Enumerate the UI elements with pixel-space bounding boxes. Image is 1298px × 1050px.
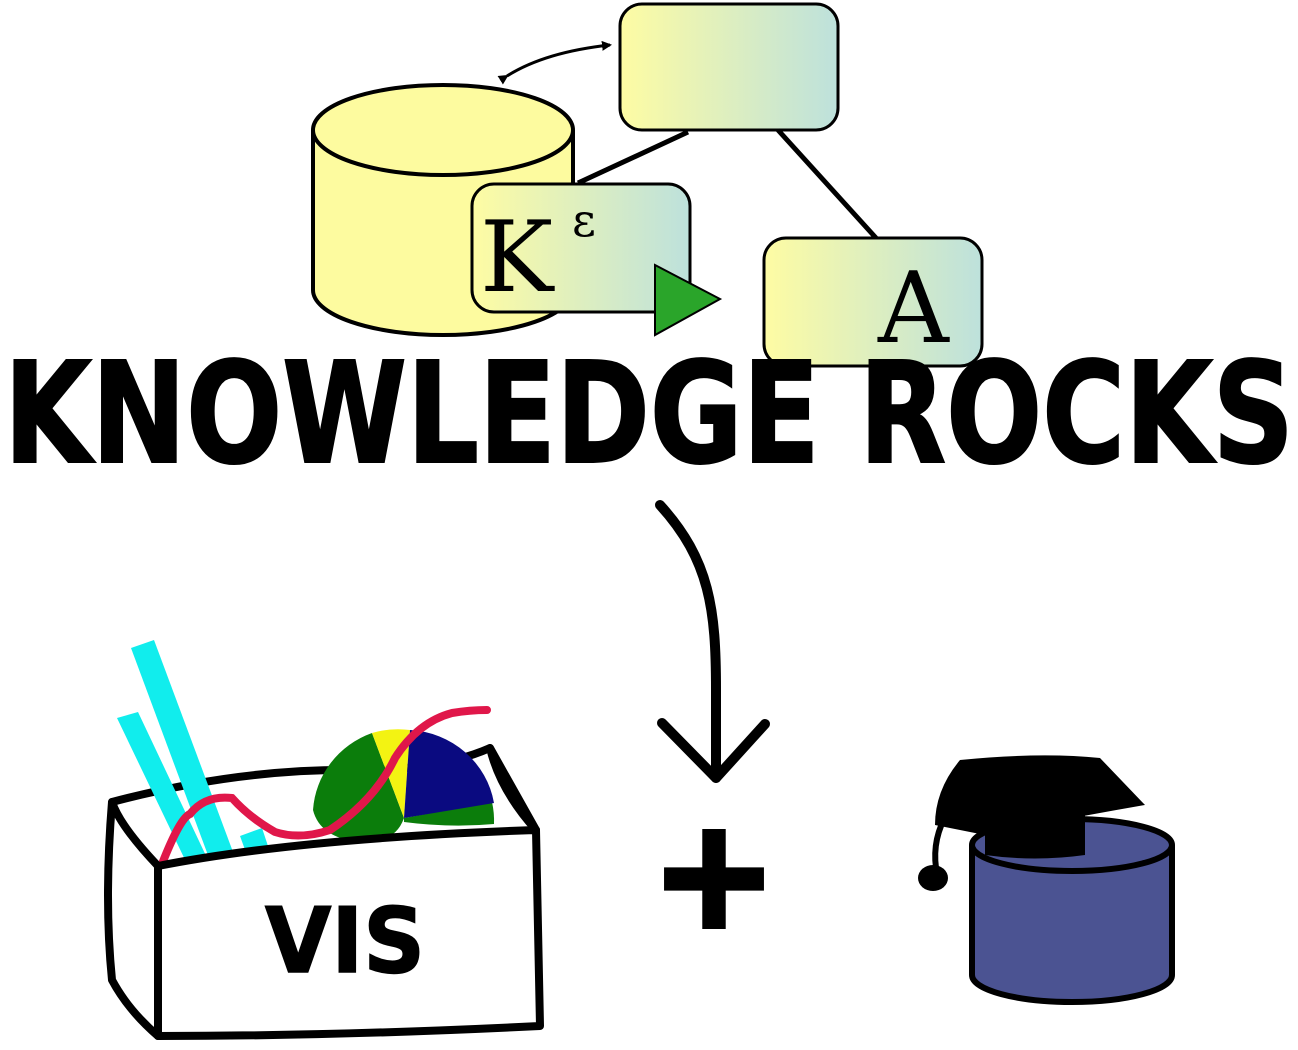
top-node-box: [618, 2, 840, 132]
cap-tassel-cord: [932, 810, 951, 869]
bar-chart-icon: [117, 640, 270, 866]
bar-2: [131, 640, 236, 866]
vis-label: VIS: [265, 889, 425, 994]
cap-board: [935, 755, 1145, 835]
box-left-side: [104, 798, 162, 1040]
down-arrow: [655, 500, 770, 783]
pie-green: [313, 733, 404, 843]
pie-green-right: [404, 802, 495, 826]
vis-box: VIS: [104, 640, 544, 1040]
line-series: [158, 706, 491, 868]
a-node-box: [762, 236, 984, 368]
graduation-cap-icon: [918, 755, 1145, 891]
play-arrow-icon: [654, 263, 723, 337]
k-node-box: [470, 182, 692, 314]
bidirectional-arrow: [497, 40, 612, 85]
pie-navy: [404, 730, 494, 818]
page-title: KNOWLEDGE ROCKS: [4, 333, 1294, 496]
top-diagram: K ε A: [311, 2, 984, 368]
graduated-database: [918, 755, 1175, 1005]
connector-top-to-k: [576, 129, 690, 186]
cap-tassel: [918, 865, 948, 891]
plus-symbol: +: [651, 788, 777, 962]
bar-1: [117, 712, 208, 866]
a-node-label: A: [877, 252, 950, 366]
box-front: [154, 826, 544, 1040]
box-right-flap: [486, 744, 540, 834]
k-node-superscript: ε: [572, 193, 596, 247]
connector-top-to-a: [776, 128, 878, 240]
k-node-label: K: [480, 201, 555, 315]
